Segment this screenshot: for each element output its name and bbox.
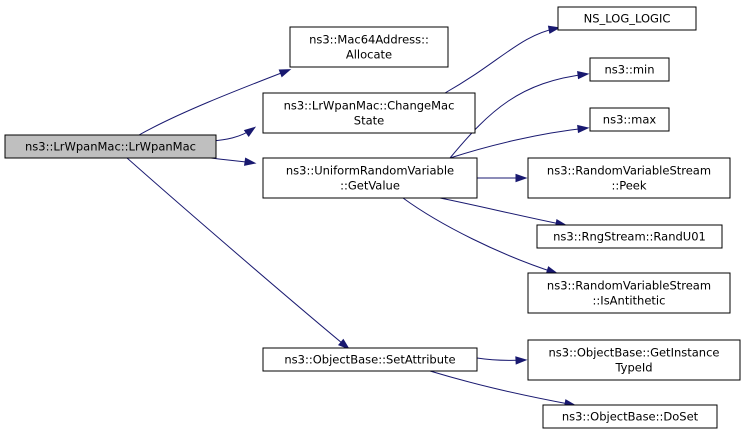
arrowhead-icon <box>515 356 528 365</box>
arrowhead-icon <box>515 173 528 183</box>
node-label: NS_LOG_LOGIC <box>584 12 671 26</box>
node-label: ns3::LrWpanMac::ChangeMac <box>284 99 455 113</box>
node-set_attribute[interactable]: ns3::ObjectBase::SetAttribute <box>262 347 478 372</box>
node-box <box>527 272 731 314</box>
arrowhead-icon <box>338 338 350 350</box>
node-box <box>262 92 476 134</box>
node-box <box>289 26 449 68</box>
node-rvs_peek[interactable]: ns3::RandomVariableStream::Peek <box>527 157 731 199</box>
node-label: ns3::RngStream::RandU01 <box>553 230 706 244</box>
edge-lrwpanmac_ctor-to-mac64_allocate <box>138 69 292 136</box>
edge-lrwpanmac_ctor-to-uniform_getvalue <box>210 157 257 166</box>
edge-change_mac_state-to-ns_log_logic <box>444 25 561 94</box>
arrowhead-icon <box>243 126 257 137</box>
node-box <box>557 6 697 31</box>
node-label: ns3::RandomVariableStream <box>547 279 711 293</box>
node-label: ::Peek <box>611 179 646 193</box>
node-label: ns3::LrWpanMac::LrWpanMac <box>25 140 196 154</box>
node-rvs_isantithetic[interactable]: ns3::RandomVariableStream::IsAntithetic <box>527 272 731 314</box>
node-label: ns3::UniformRandomVariable <box>286 164 454 178</box>
node-box <box>527 157 731 199</box>
node-lrwpanmac_ctor[interactable]: ns3::LrWpanMac::LrWpanMac <box>4 134 217 159</box>
node-label: ::GetValue <box>340 179 400 193</box>
node-label: ns3::RandomVariableStream <box>547 164 711 178</box>
node-mac64_allocate[interactable]: ns3::Mac64Address::Allocate <box>289 26 449 68</box>
node-label: ns3::Mac64Address:: <box>309 33 429 47</box>
arrowhead-icon <box>577 124 590 134</box>
node-box <box>262 157 478 199</box>
node-ns3_max[interactable]: ns3::max <box>589 107 670 132</box>
node-label: ns3::ObjectBase::SetAttribute <box>284 353 455 367</box>
edge-uniform_getvalue-to-rng_randu01 <box>439 197 568 228</box>
node-ns3_min[interactable]: ns3::min <box>589 57 670 82</box>
node-box <box>589 107 670 132</box>
node-box <box>589 57 670 82</box>
node-ns_log_logic[interactable]: NS_LOG_LOGIC <box>557 6 697 31</box>
arrowhead-icon <box>244 157 257 166</box>
node-label: ns3::ObjectBase::GetInstance <box>549 346 720 360</box>
arrowhead-icon <box>547 25 561 34</box>
edge-uniform_getvalue-to-ns3_min <box>449 70 590 159</box>
edge-uniform_getvalue-to-ns3_max <box>449 124 590 159</box>
edge-uniform_getvalue-to-rvs_isantithetic <box>402 197 559 275</box>
node-label: ns3::ObjectBase::DoSet <box>562 410 699 424</box>
node-do_set[interactable]: ns3::ObjectBase::DoSet <box>542 404 718 429</box>
node-label: TypeId <box>614 361 652 375</box>
node-label: State <box>354 114 384 128</box>
edges-layer <box>126 25 590 408</box>
edge-uniform_getvalue-to-rvs_peek <box>477 173 528 183</box>
node-box <box>536 224 723 249</box>
node-box <box>542 404 718 429</box>
edge-lrwpanmac_ctor-to-change_mac_state <box>210 126 257 142</box>
arrowhead-icon <box>577 70 590 80</box>
nodes-layer: ns3::LrWpanMac::LrWpanMac ns3::Mac64Addre… <box>4 6 741 429</box>
node-label: ::IsAntithetic <box>593 294 666 308</box>
node-uniform_getvalue[interactable]: ns3::UniformRandomVariable::GetValue <box>262 157 478 199</box>
node-box <box>527 339 741 381</box>
node-label: ns3::max <box>603 113 657 127</box>
edge-set_attribute-to-get_instance_typeid <box>476 356 528 365</box>
node-label: ns3::min <box>604 63 654 77</box>
node-box <box>4 134 217 159</box>
node-label: Allocate <box>346 48 392 62</box>
node-box <box>262 347 478 372</box>
arrowhead-icon <box>278 69 292 78</box>
node-rng_randu01[interactable]: ns3::RngStream::RandU01 <box>536 224 723 249</box>
edge-lrwpanmac_ctor-to-set_attribute <box>126 157 350 350</box>
